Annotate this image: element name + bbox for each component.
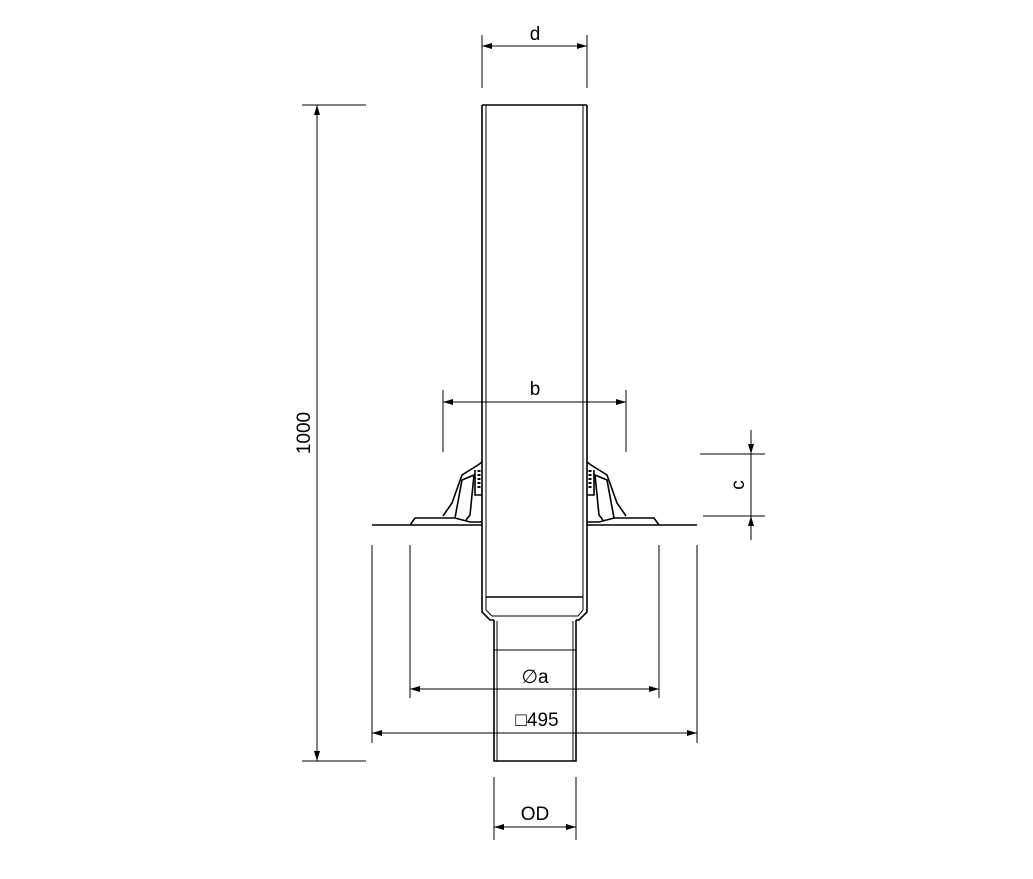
dimension-d: d <box>481 24 588 88</box>
dimension-d-label: d <box>530 24 541 45</box>
dimension-c-label: c <box>728 480 749 490</box>
dimension-height-label: 1000 <box>294 412 315 454</box>
dimension-495: □495 <box>371 545 698 743</box>
dimension-495-label: □495 <box>515 710 558 731</box>
dimension-b: b <box>442 379 627 452</box>
upper-pipe <box>481 104 588 621</box>
dimension-a-label: ∅a <box>521 667 549 688</box>
dimension-height: 1000 <box>294 104 366 762</box>
dimension-od-label: OD <box>521 804 550 825</box>
dimension-c: c <box>700 430 765 540</box>
dimension-a: ∅a <box>409 545 660 698</box>
dimension-od: OD <box>493 777 577 840</box>
lower-pipe <box>493 620 577 762</box>
dimension-b-label: b <box>530 379 541 400</box>
flange <box>372 461 697 526</box>
